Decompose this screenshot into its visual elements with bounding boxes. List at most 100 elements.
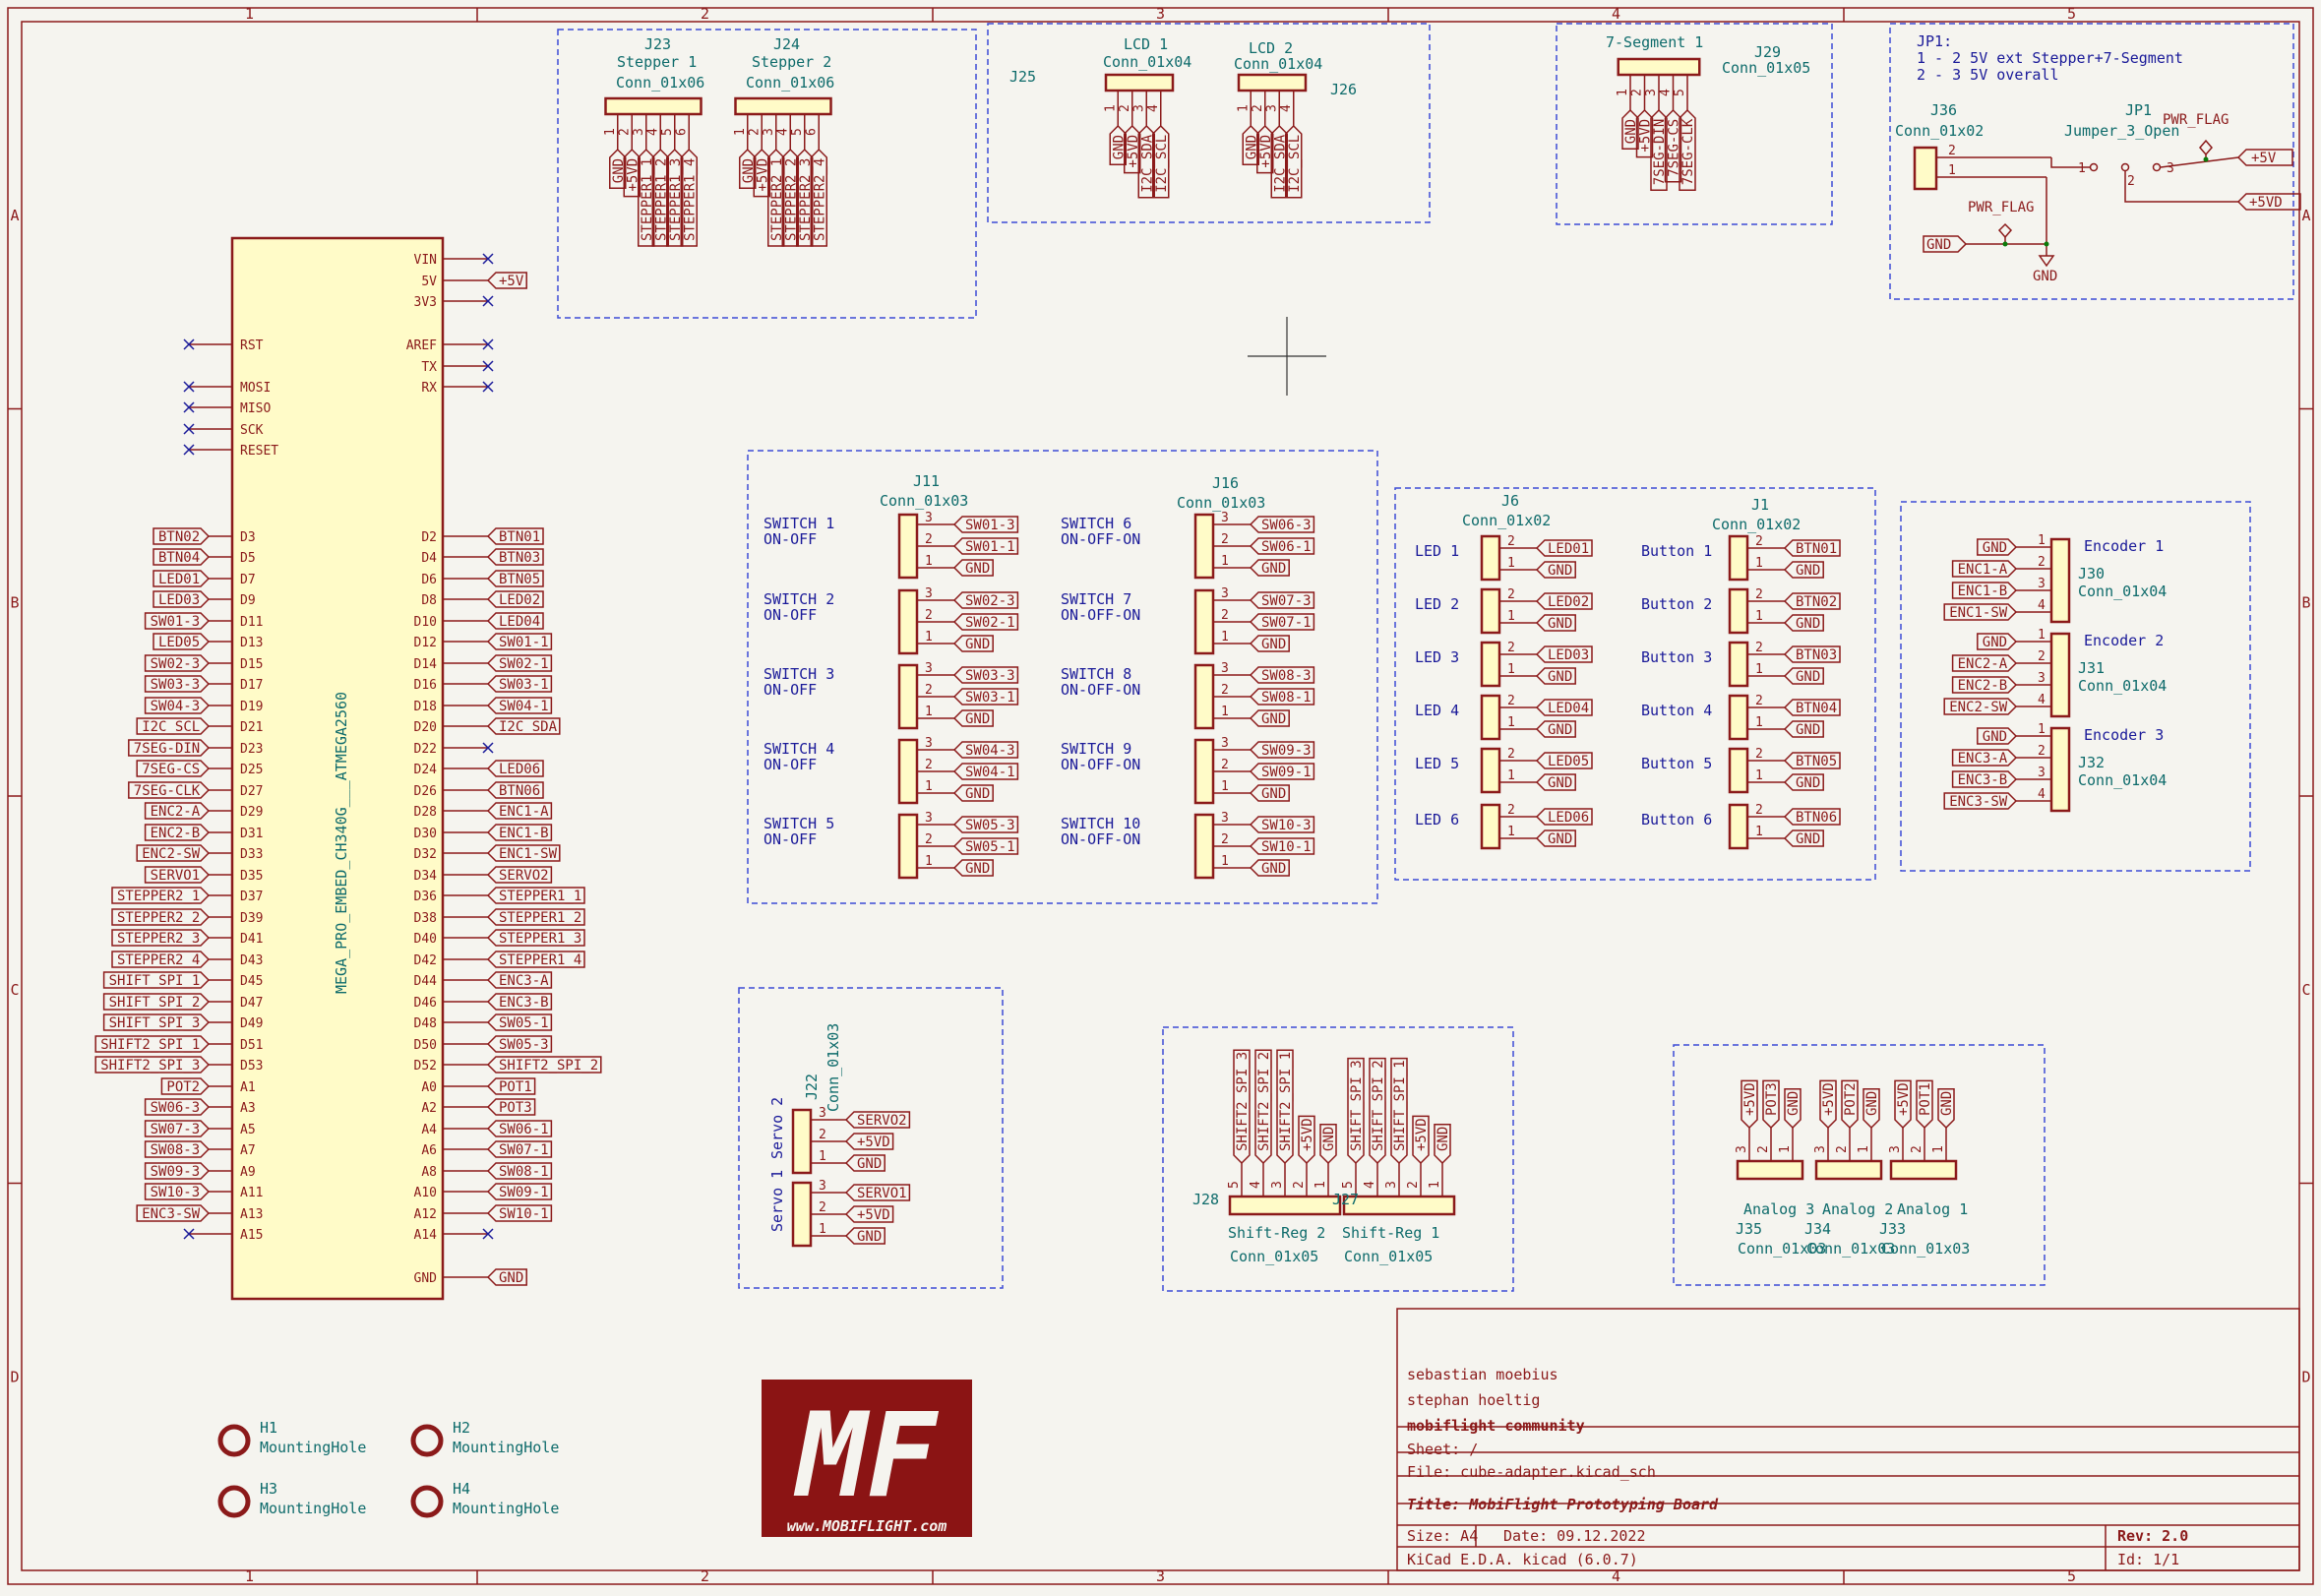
mcu-pin-name: 5V — [421, 275, 437, 289]
svg-text:1: 1 — [1755, 715, 1763, 730]
mcu-pin-name: D41 — [240, 932, 263, 947]
switch-left-4-name: SWITCH 4 — [763, 740, 834, 758]
svg-text:1: 1 — [2038, 722, 2046, 737]
switch-right-4-pin-label: SW09-3 — [1261, 743, 1312, 759]
svg-text:3: 3 — [1221, 811, 1229, 826]
svg-text:3: 3 — [2038, 671, 2046, 686]
switch-right-2-body — [1193, 588, 1215, 655]
servo-1-pin-label: +5VD — [857, 1207, 890, 1223]
lcd2-title: LCD 2 — [1249, 39, 1293, 57]
mcu-pin-name: D45 — [240, 974, 263, 989]
j23-body — [604, 96, 702, 116]
net-label: SW06-1 — [499, 1122, 549, 1137]
mcu-pin-name: D32 — [414, 847, 437, 862]
switch-right-5-pin-label: SW10-1 — [1261, 839, 1312, 855]
mcu-pin-name: A6 — [421, 1143, 437, 1158]
svg-text:2: 2 — [1910, 1145, 1924, 1153]
button-5-pin-label: GND — [1796, 775, 1820, 791]
svg-text:5: 5 — [1227, 1181, 1242, 1189]
svg-text:1: 1 — [2038, 533, 2046, 548]
svg-text:5: 5 — [1673, 89, 1687, 96]
encoder-1-ref: J30 — [2078, 565, 2105, 583]
net-label: POT3 — [499, 1100, 532, 1116]
switch-right-5-pin-label: SW10-3 — [1261, 818, 1312, 833]
net-label: ENC2-SW — [142, 846, 201, 862]
svg-text:1: 1 — [1313, 1181, 1328, 1189]
border-col-bottom: 4 — [1612, 1567, 1620, 1585]
mounting-hole-ref: H2 — [453, 1419, 470, 1437]
analog-3-pin-label: POT3 — [1764, 1082, 1780, 1116]
encoder-2-pin-label: ENC2-SW — [1949, 700, 2008, 715]
svg-text:1: 1 — [1778, 1145, 1793, 1153]
net-label: +5V — [499, 274, 524, 289]
border-col-bottom: 3 — [1156, 1567, 1165, 1585]
switch-left-3-pin-label: SW03-3 — [965, 668, 1015, 684]
switch-left-3-name: SWITCH 3 — [763, 665, 834, 683]
button-4-body — [1728, 694, 1749, 741]
lcd2-pin-label: GND — [1244, 135, 1259, 159]
net-label: STEPPER2_1 — [117, 889, 200, 904]
mcu-pin-name: A1 — [240, 1080, 256, 1095]
mcu-pin-name: D13 — [240, 636, 263, 650]
svg-text:3: 3 — [2167, 161, 2174, 176]
mcu-value: MEGA_PRO_EMBED_CH340G___ATMEGA2560 — [333, 692, 350, 994]
led-2-pin-label: LED02 — [1548, 594, 1589, 610]
svg-text:1: 1 — [603, 128, 618, 136]
jumper-note-1: JP1: — [1917, 32, 1952, 50]
svg-text:2: 2 — [1756, 1145, 1771, 1153]
border-col-bottom: 1 — [245, 1567, 254, 1585]
mcu-pin-name: D8 — [421, 593, 437, 608]
svg-text:3: 3 — [1813, 1145, 1828, 1153]
border-row-right: A — [2301, 207, 2310, 224]
svg-text:2: 2 — [819, 1200, 826, 1215]
svg-text:2: 2 — [925, 608, 933, 623]
border-row-left: C — [10, 981, 19, 999]
led-5-pin-label: LED05 — [1548, 754, 1589, 769]
svg-text:2: 2 — [2038, 555, 2046, 570]
mounting-hole-value: MountingHole — [453, 1500, 559, 1517]
mcu-pin-name: D15 — [240, 657, 263, 672]
mobiflight-logo: MF www.MOBIFLIGHT.com — [762, 1380, 972, 1537]
switch-left-1-mode: ON-OFF — [763, 530, 817, 548]
seg-connector: 1GND2+5VD37SEG-DIN47SEG-CS57SEG-CLKJ297-… — [1606, 33, 1810, 191]
j24-pin-label: STEPPER2_4 — [812, 158, 827, 241]
svg-text:2: 2 — [819, 1128, 826, 1142]
net-label: STEPPER2_3 — [117, 931, 200, 947]
mcu-pin-name: TX — [421, 360, 437, 375]
button-1-pin-label: BTN01 — [1796, 541, 1837, 557]
net-label: ENC1-SW — [499, 846, 558, 862]
company: mobiflight community — [1407, 1417, 1585, 1435]
encoder-2-pin-label: ENC2-A — [1958, 656, 2008, 672]
switch-left-3-mode: ON-OFF — [763, 681, 817, 699]
lcd1-body — [1104, 73, 1175, 92]
svg-text:3: 3 — [1221, 736, 1229, 751]
switch-right-2-mode: ON-OFF-ON — [1061, 606, 1140, 624]
mcu-pin-name: D6 — [421, 573, 437, 587]
mcu-pin-name: A5 — [240, 1123, 256, 1137]
mcu-pin-name: D2 — [421, 530, 437, 545]
svg-text:1: 1 — [1755, 609, 1763, 624]
svg-text:4: 4 — [2038, 693, 2046, 707]
shiftreg-2-ref: J27 — [1332, 1191, 1359, 1208]
svg-text:4: 4 — [1279, 104, 1294, 112]
shiftreg-1: 5SHIFT2_SPI_34SHIFT2_SPI_23SHIFT2_SPI_12… — [1192, 1049, 1342, 1265]
svg-text:4: 4 — [1249, 1181, 1263, 1189]
button-5-body — [1728, 747, 1749, 794]
logo-box — [762, 1380, 972, 1537]
j23-pin-label: STEPPER1_3 — [668, 158, 684, 241]
mounting-hole-icon — [410, 1424, 444, 1457]
led-2-name: LED 2 — [1415, 595, 1459, 613]
net-label: SW05-1 — [499, 1015, 549, 1031]
svg-text:5: 5 — [790, 128, 805, 136]
j24-pin-label: GND — [741, 158, 757, 183]
svg-text:1: 1 — [733, 128, 748, 136]
net-label: GND — [499, 1270, 523, 1286]
switch-left-2-name: SWITCH 2 — [763, 590, 834, 608]
mcu-pin-name: D29 — [240, 805, 263, 820]
